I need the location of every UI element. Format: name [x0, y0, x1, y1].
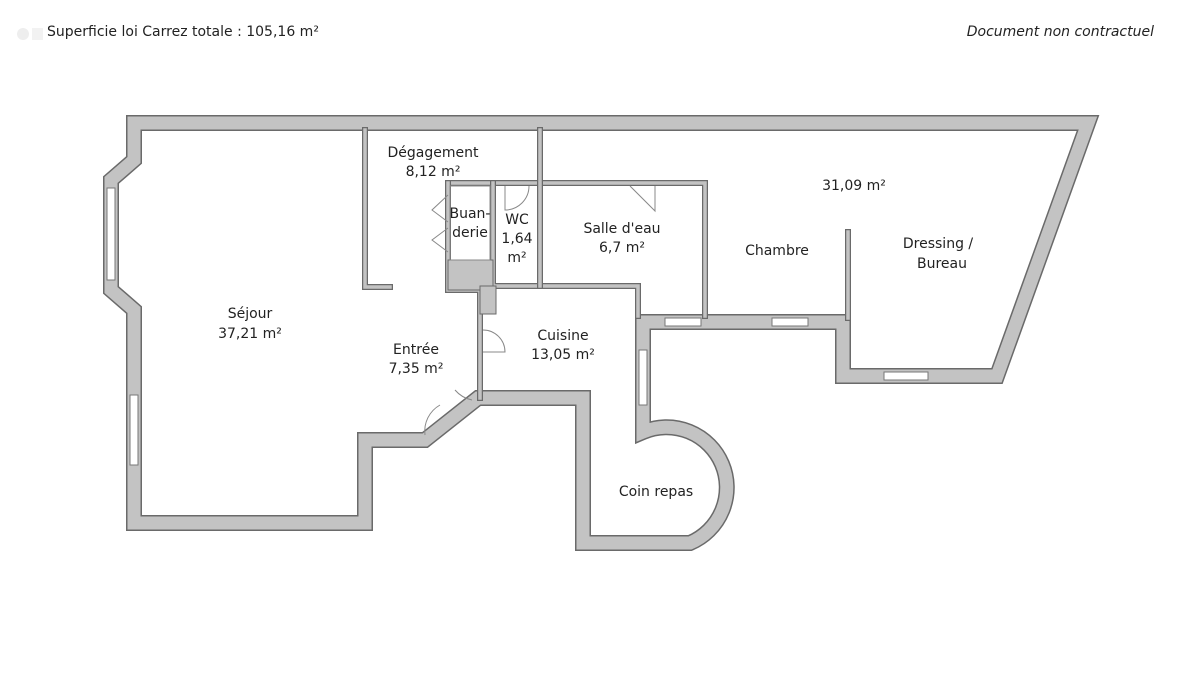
- room-area-salle-deau: 6,7 m²: [599, 240, 645, 256]
- total-area-text: Superficie loi Carrez totale : 105,16 m²: [47, 24, 319, 40]
- room-name-degagement: Dégagement: [388, 145, 479, 161]
- room-area-degagement: 8,12 m²: [406, 164, 461, 180]
- exterior-walls: [103, 115, 1100, 551]
- room-name-bureau: Bureau: [917, 256, 967, 272]
- interior-walls: [362, 127, 851, 401]
- room-area-entree: 7,35 m²: [389, 361, 444, 377]
- room-area-cuisine: 13,05 m²: [531, 347, 595, 363]
- room-name-chambre: Chambre: [745, 243, 809, 259]
- disclaimer-text: Document non contractuel: [966, 24, 1154, 40]
- room-area-sejour: 37,21 m²: [218, 326, 282, 342]
- room-name-salle-deau: Salle d'eau: [583, 221, 660, 237]
- room-name-dressing: Dressing /: [903, 236, 974, 252]
- room-name-wc: WC: [505, 212, 529, 228]
- room-name-sejour: Séjour: [228, 306, 273, 322]
- room-area-wc-unit: m²: [507, 250, 526, 266]
- room-area-wc: 1,64: [501, 231, 532, 247]
- doors: [424, 185, 656, 436]
- room-name-cuisine: Cuisine: [537, 328, 588, 344]
- room-area-chambre: 31,09 m²: [822, 178, 886, 194]
- logo-watermark: [17, 28, 43, 40]
- windows: [106, 187, 929, 466]
- room-name-coin-repas: Coin repas: [619, 484, 693, 500]
- room-name-entree: Entrée: [393, 342, 439, 358]
- room-name-buanderie-2: derie: [452, 225, 488, 241]
- room-name-buanderie: Buan-: [450, 206, 491, 222]
